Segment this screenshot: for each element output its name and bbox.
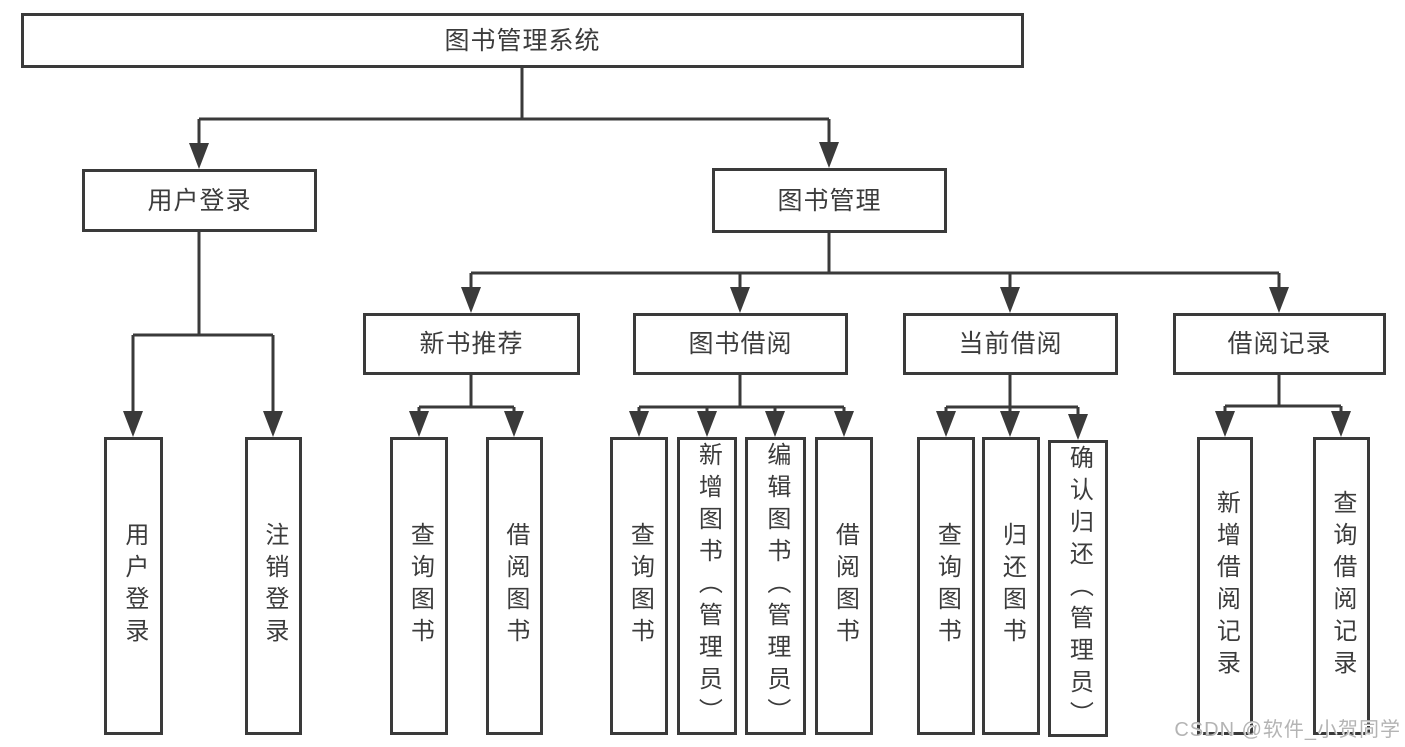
node-current-borrowing: 当前借阅 <box>903 313 1118 375</box>
node-user-login: 用户登录 <box>82 169 317 232</box>
node-current-return-books: 归还图书 <box>982 437 1040 735</box>
node-borrow-edit-books-admin: 编辑图书（管理员） <box>745 437 806 735</box>
node-records-query-record: 查询借阅记录 <box>1313 437 1370 735</box>
node-borrow-query-books: 查询图书 <box>610 437 668 735</box>
node-recommend-borrow-books: 借阅图书 <box>486 437 543 735</box>
node-current-confirm-return-admin: 确认归还（管理员） <box>1048 440 1108 737</box>
node-library-management-system: 图书管理系统 <box>21 13 1024 68</box>
node-new-book-recommendation: 新书推荐 <box>363 313 580 375</box>
node-recommend-query-books: 查询图书 <box>390 437 448 735</box>
node-borrow-add-books-admin: 新增图书（管理员） <box>677 437 737 735</box>
node-logout-action: 注销登录 <box>245 437 302 735</box>
node-user-login-action: 用户登录 <box>104 437 163 735</box>
csdn-watermark: CSDN @软件_小贺同学 <box>1174 719 1401 741</box>
node-current-query-books: 查询图书 <box>917 437 975 735</box>
node-records-add-record: 新增借阅记录 <box>1197 437 1253 735</box>
node-borrowing-records: 借阅记录 <box>1173 313 1386 375</box>
node-book-borrowing: 图书借阅 <box>633 313 848 375</box>
node-book-management: 图书管理 <box>712 168 947 233</box>
node-borrow-borrow-books: 借阅图书 <box>815 437 873 735</box>
